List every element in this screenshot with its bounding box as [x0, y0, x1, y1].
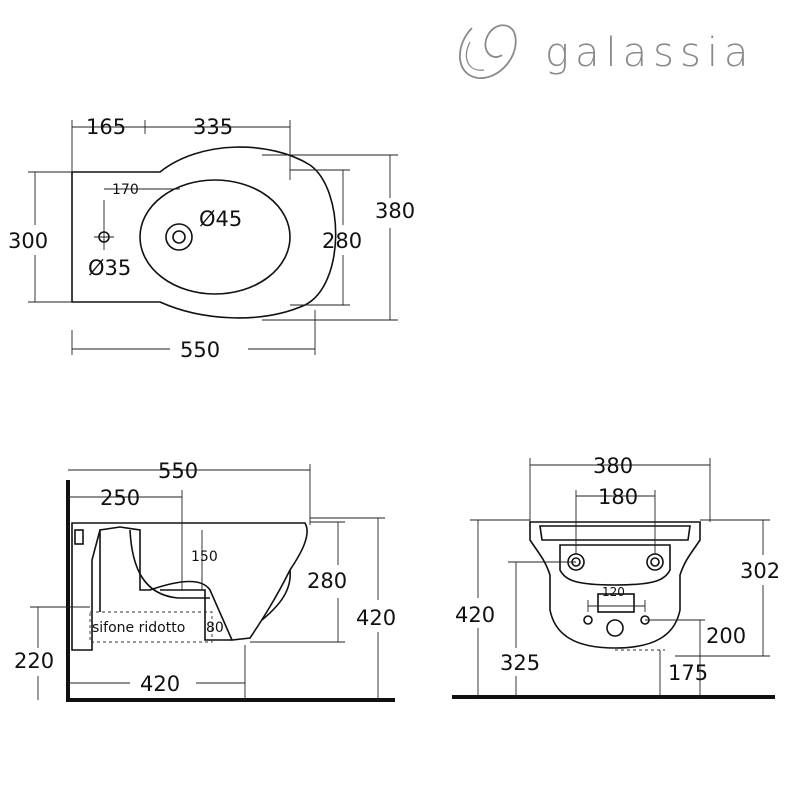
front-view-body: [529, 521, 701, 649]
dim-120: 120: [602, 585, 625, 599]
dim-420-front: 420: [455, 603, 495, 627]
drain-inner: [172, 230, 186, 244]
side-view-body: [71, 522, 308, 651]
dim-325: 325: [500, 651, 540, 675]
dim-200: 200: [706, 624, 746, 648]
dim-420-side: 420: [356, 606, 396, 630]
dim-380-top: 380: [375, 199, 415, 223]
siphon-label: sifone ridotto: [92, 620, 185, 636]
dim-drain-diameter: Ø45: [199, 207, 242, 231]
dim-420-floor: 420: [140, 672, 180, 696]
dim-300: 300: [8, 229, 48, 253]
front-view: 120 380 180 302 420 325 200 17: [452, 454, 780, 699]
top-view: 165 335 170 Ø45 Ø35 300 280 380 550: [8, 115, 415, 362]
dim-175: 175: [668, 661, 708, 685]
dim-250: 250: [100, 486, 140, 510]
brand-logo: galassia: [459, 24, 754, 79]
top-view-outline: [71, 146, 337, 319]
brand-name: galassia: [545, 30, 754, 76]
side-view: sifone ridotto 80 550 250 150 280 420 22…: [14, 459, 396, 702]
dim-150: 150: [191, 549, 218, 565]
inlet-left: [583, 615, 593, 625]
dim-180: 180: [598, 485, 638, 509]
dim-280: 280: [322, 229, 362, 253]
dim-380-front: 380: [593, 454, 633, 478]
drain-outlet: [606, 619, 624, 637]
siphon-box: [89, 611, 213, 643]
dim-165: 165: [86, 115, 126, 139]
dim-170: 170: [112, 182, 139, 198]
dim-tap-diameter: Ø35: [88, 256, 131, 280]
dim-80: 80: [206, 620, 224, 636]
dim-550-side: 550: [158, 459, 198, 483]
drain-outer: [165, 223, 193, 251]
dim-220: 220: [14, 649, 54, 673]
dim-280-side: 280: [307, 569, 347, 593]
dim-335: 335: [193, 115, 233, 139]
swirl-logo-icon: [459, 24, 517, 79]
dim-550-top: 550: [180, 338, 220, 362]
dim-302: 302: [740, 559, 780, 583]
bolt-hole-right: [646, 553, 664, 571]
basin-outline: [139, 179, 291, 295]
